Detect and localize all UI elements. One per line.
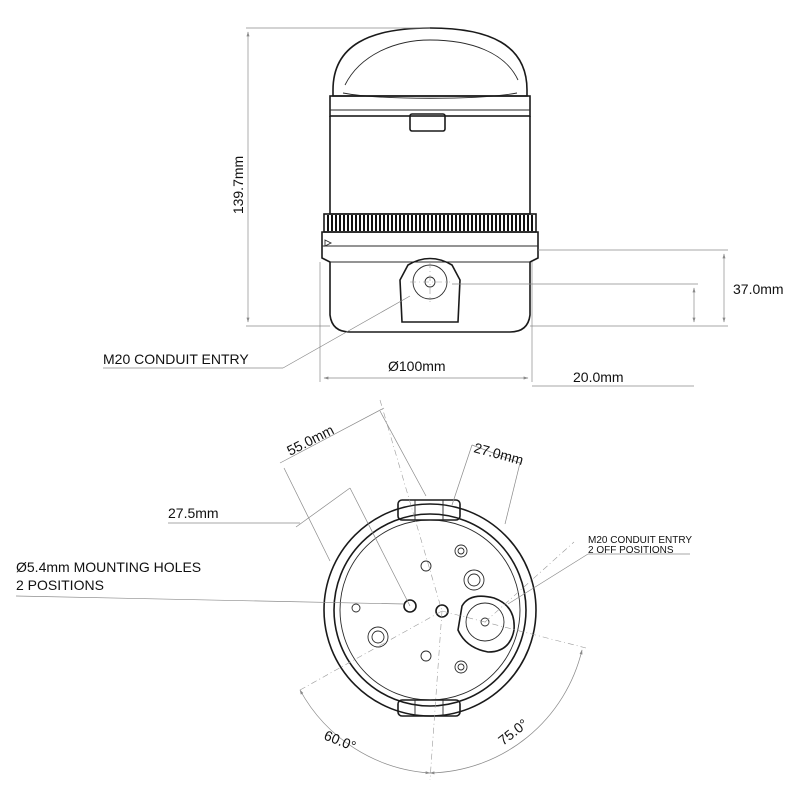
- height-label: 139.7mm: [230, 156, 246, 214]
- base-height-label: 37.0mm: [733, 281, 784, 297]
- conduit-boss: [457, 595, 515, 653]
- hole: [454, 660, 468, 674]
- conduit-leader: M20 CONDUIT ENTRY: [103, 295, 411, 369]
- dimension-27-5: 27.5mm: [168, 487, 411, 607]
- conduit-positions-line1: M20 CONDUIT ENTRY: [588, 535, 692, 546]
- label-27-5: 27.5mm: [168, 505, 219, 521]
- hole: [420, 650, 432, 662]
- hole: [351, 603, 361, 613]
- holes-label-line1: Ø5.4mm MOUNTING HOLES: [16, 559, 201, 575]
- label-55: 55.0mm: [284, 421, 336, 458]
- dimension-27-0: 27.0mm: [451, 439, 525, 525]
- bottom-view: 55.0mm 27.0mm 27.5mm Ø5.4mm MOUNTING HOL…: [15, 399, 692, 781]
- beacon-dome: [332, 27, 528, 97]
- mounting-holes-leader: Ø5.4mm MOUNTING HOLES 2 POSITIONS: [15, 559, 405, 605]
- hole: [367, 626, 389, 648]
- dimension-height: 139.7mm: [230, 27, 430, 327]
- dimension-entry-height: 20.0mm: [452, 283, 698, 387]
- hole: [420, 560, 432, 572]
- knurled-ring: [323, 213, 537, 233]
- conduit-entry-label: M20 CONDUIT ENTRY: [103, 351, 249, 367]
- conduit-positions-line2: 2 OFF POSITIONS: [588, 545, 674, 556]
- entry-height-label: 20.0mm: [573, 369, 624, 385]
- beacon-base: [321, 231, 539, 333]
- angle-left-label: 60.0°: [322, 727, 358, 754]
- label-27-0: 27.0mm: [472, 439, 525, 468]
- mounting-hole: [403, 599, 417, 613]
- base-inner-circle: [333, 513, 527, 707]
- collar-latch: [409, 113, 446, 132]
- dome-lower-arc: [342, 92, 518, 99]
- mounting-hole: [435, 604, 449, 618]
- diameter-label: Ø100mm: [388, 358, 446, 374]
- conduit-gland: [399, 257, 461, 323]
- hole: [463, 569, 485, 591]
- side-view: 139.7mm 37.0mm 20.0mm Ø100mm M20 CO: [103, 27, 784, 387]
- holes-label-line2: 2 POSITIONS: [16, 577, 104, 593]
- beacon-collar: [329, 95, 531, 117]
- top-clip: [397, 499, 461, 521]
- angle-right-label: 75.0°: [495, 716, 531, 749]
- conduit-positions-leader: M20 CONDUIT ENTRY 2 OFF POSITIONS: [507, 535, 692, 605]
- dimension-base-height: 37.0mm: [530, 249, 784, 327]
- base-indicator-arrow: [324, 239, 333, 247]
- dome-inner-curve: [344, 39, 519, 86]
- base-outer-circle: [323, 503, 537, 717]
- hole: [454, 544, 468, 558]
- dimension-diameter: Ø100mm: [319, 262, 533, 382]
